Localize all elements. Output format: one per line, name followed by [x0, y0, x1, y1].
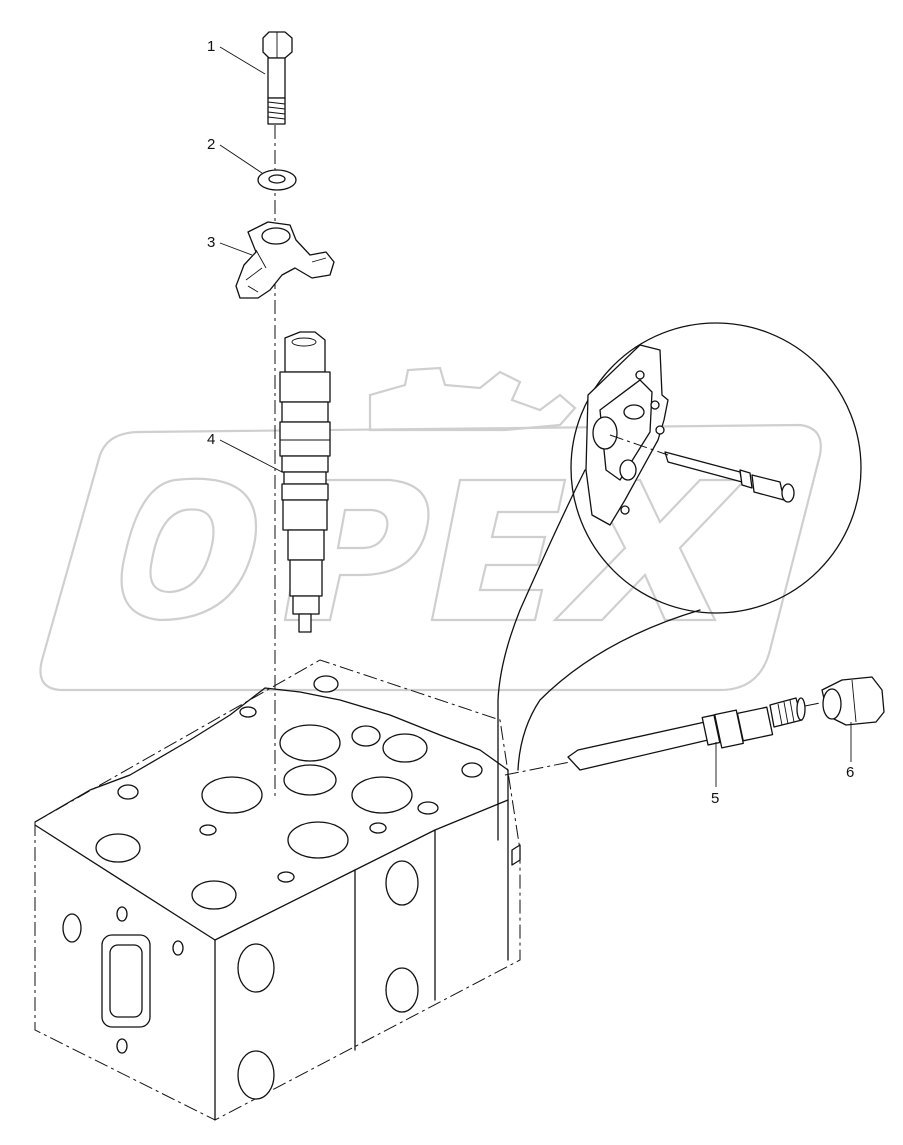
detail-circle: [570, 322, 862, 614]
callout-6: 6: [846, 764, 854, 781]
leader-line-3: [219, 242, 253, 256]
clamp-bracket: [235, 221, 335, 299]
watermark-letter-p: [283, 478, 430, 622]
callout-4: 4: [207, 431, 215, 448]
hex-bolt: [262, 31, 293, 125]
callout-3: 3: [207, 234, 215, 251]
pipe-nut: [821, 676, 885, 726]
watermark-frame: [39, 423, 822, 692]
watermark-logo: [39, 366, 822, 692]
leader-line-1: [219, 46, 266, 75]
cylinder-head: [34, 659, 521, 1121]
callout-2: 2: [207, 136, 215, 153]
watermark-gear-icon: [368, 366, 577, 432]
leader-line-2: [219, 144, 263, 174]
callout-5: 5: [711, 790, 719, 807]
leader-line-4: [219, 439, 283, 473]
leader-lines: [219, 46, 852, 787]
callout-1: 1: [207, 38, 215, 55]
fuel-injector: [279, 331, 331, 633]
watermark-letter-o: [120, 477, 258, 622]
pressure-pipe: [504, 697, 826, 776]
watermark-letter-x: [552, 478, 748, 622]
washer: [257, 169, 297, 191]
watermark-letter-e: [430, 478, 567, 622]
detail-zoom-view: [497, 322, 862, 841]
